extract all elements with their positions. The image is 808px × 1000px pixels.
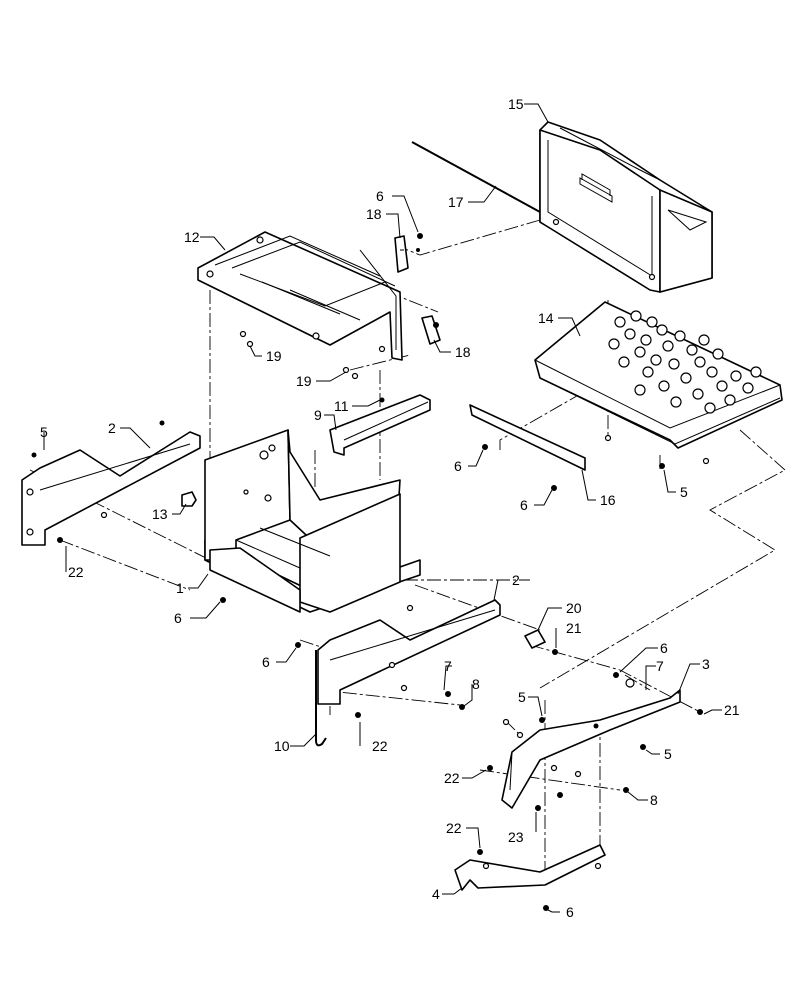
callout-15: 15 <box>508 96 524 112</box>
callouts: 15 17 6 18 12 14 18 19 19 11 9 5 2 6 5 6… <box>40 96 740 920</box>
leader-lines <box>43 103 722 913</box>
part-4-bracket <box>454 844 606 891</box>
callout-5: 5 <box>680 484 688 500</box>
callout-4: 4 <box>432 886 440 902</box>
callout-6: 6 <box>520 497 528 513</box>
callout-21: 21 <box>724 702 740 718</box>
callout-20: 20 <box>566 600 582 616</box>
part-14-grate <box>534 301 783 449</box>
callout-1: 1 <box>176 580 184 596</box>
part-18-bracket-upper <box>394 235 409 273</box>
part-2-bracket-left <box>21 431 201 546</box>
callout-19: 19 <box>266 348 282 364</box>
callout-2: 2 <box>512 572 520 588</box>
callout-6: 6 <box>174 610 182 626</box>
callout-6: 6 <box>660 640 668 656</box>
callout-6: 6 <box>566 904 574 920</box>
callout-7: 7 <box>656 658 664 674</box>
alignment-lines <box>29 219 786 870</box>
callout-18: 18 <box>366 206 382 222</box>
callout-22: 22 <box>68 564 84 580</box>
part-13-clamp <box>181 491 197 507</box>
callout-5: 5 <box>518 689 526 705</box>
callout-5: 5 <box>664 746 672 762</box>
callout-6: 6 <box>376 188 384 204</box>
callout-23: 23 <box>508 829 524 845</box>
callout-5: 5 <box>40 424 48 440</box>
callout-18: 18 <box>455 344 471 360</box>
part-1-box <box>204 429 421 613</box>
callout-12: 12 <box>184 229 200 245</box>
part-12-cover <box>197 231 403 361</box>
part-9-channel <box>329 394 431 456</box>
callout-16: 16 <box>600 492 616 508</box>
callout-8: 8 <box>472 676 480 692</box>
callout-11: 11 <box>334 398 349 414</box>
part-2-bracket-right <box>317 599 501 705</box>
callout-22: 22 <box>446 820 462 836</box>
callout-6: 6 <box>454 458 462 474</box>
callout-14: 14 <box>538 310 554 326</box>
callout-2: 2 <box>108 420 116 436</box>
callout-7: 7 <box>444 658 452 674</box>
callout-22: 22 <box>444 770 460 786</box>
part-10-j-bolt <box>315 650 327 747</box>
callout-21: 21 <box>566 620 582 636</box>
callout-17: 17 <box>448 194 464 210</box>
part-17-rod <box>411 141 541 213</box>
callout-19: 19 <box>296 373 312 389</box>
grate-holes <box>608 310 762 414</box>
hardware <box>31 233 710 911</box>
callout-3: 3 <box>702 656 710 672</box>
part-3-bracket <box>501 689 681 809</box>
callout-22: 22 <box>372 738 388 754</box>
part-15-toolbox <box>539 121 713 293</box>
callout-9: 9 <box>314 407 322 423</box>
callout-6: 6 <box>262 654 270 670</box>
callout-10: 10 <box>274 738 290 754</box>
part-20-bushing <box>524 629 546 649</box>
part-16-bar <box>469 404 586 471</box>
part-18-bracket-lower <box>421 315 441 345</box>
callout-8: 8 <box>650 792 658 808</box>
callout-13: 13 <box>152 506 168 522</box>
